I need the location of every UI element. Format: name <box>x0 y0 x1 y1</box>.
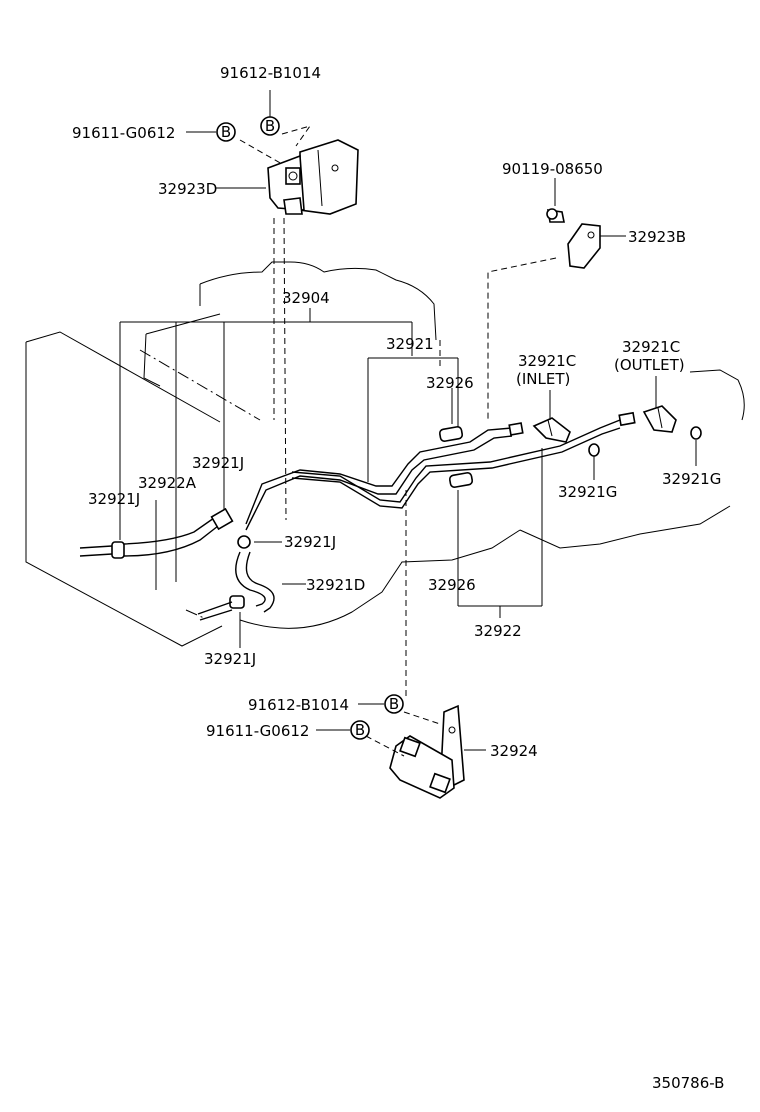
label-32921j-b: 32921J <box>88 490 140 508</box>
label-inlet: (INLET) <box>516 370 570 388</box>
label-32921d: 32921D <box>306 576 365 594</box>
label-32921g-a: 32921G <box>558 483 617 501</box>
label-32921j-d: 32921J <box>204 650 256 668</box>
oring-b <box>690 426 702 440</box>
label-32921j-a: 32921J <box>192 454 244 472</box>
bracket-32923b-drawing <box>546 208 601 269</box>
fuel-tube-assembly <box>245 411 636 531</box>
svg-text:B: B <box>389 695 399 713</box>
nipple-outlet-drawing <box>642 405 677 433</box>
hose-32922a-drawing <box>79 507 234 559</box>
label-32926-top: 32926 <box>426 374 474 392</box>
label-32923b: 32923B <box>628 228 686 246</box>
label-91611-top: 91611-G0612 <box>72 124 175 142</box>
callout-b-top-1: B <box>260 116 280 136</box>
label-32921c-outlet: 32921C <box>622 338 680 356</box>
diagram-id: 350786-B <box>652 1074 724 1092</box>
callout-b-top-2: B <box>216 122 236 142</box>
label-32921j-c: 32921J <box>284 533 336 551</box>
nipple-inlet-drawing <box>532 417 571 443</box>
hose-32921d-drawing <box>197 535 275 621</box>
label-91612-top: 91612-B1014 <box>220 64 321 82</box>
oring-a <box>588 443 600 457</box>
label-32923d: 32923D <box>158 180 217 198</box>
bracket-32923d-drawing <box>267 139 359 215</box>
label-32921: 32921 <box>386 335 434 353</box>
bracket-32924-drawing <box>389 704 465 799</box>
svg-text:B: B <box>265 117 275 135</box>
callout-b-bottom-1: B <box>384 694 404 714</box>
clamp-32926-drawing <box>438 426 474 488</box>
svg-text:B: B <box>355 721 365 739</box>
label-32924: 32924 <box>490 742 538 760</box>
label-91611-bottom: 91611-G0612 <box>206 722 309 740</box>
label-32921c-inlet: 32921C <box>518 352 576 370</box>
label-32922a: 32922A <box>138 474 197 492</box>
label-91612-bottom: 91612-B1014 <box>248 696 349 714</box>
label-32926-bottom: 32926 <box>428 576 476 594</box>
callout-b-bottom-2: B <box>350 720 370 740</box>
label-90119: 90119-08650 <box>502 160 603 178</box>
label-32921g-b: 32921G <box>662 470 721 488</box>
label-32904: 32904 <box>282 289 330 307</box>
svg-text:B: B <box>221 123 231 141</box>
label-32922: 32922 <box>474 622 522 640</box>
label-outlet: (OUTLET) <box>614 356 685 374</box>
